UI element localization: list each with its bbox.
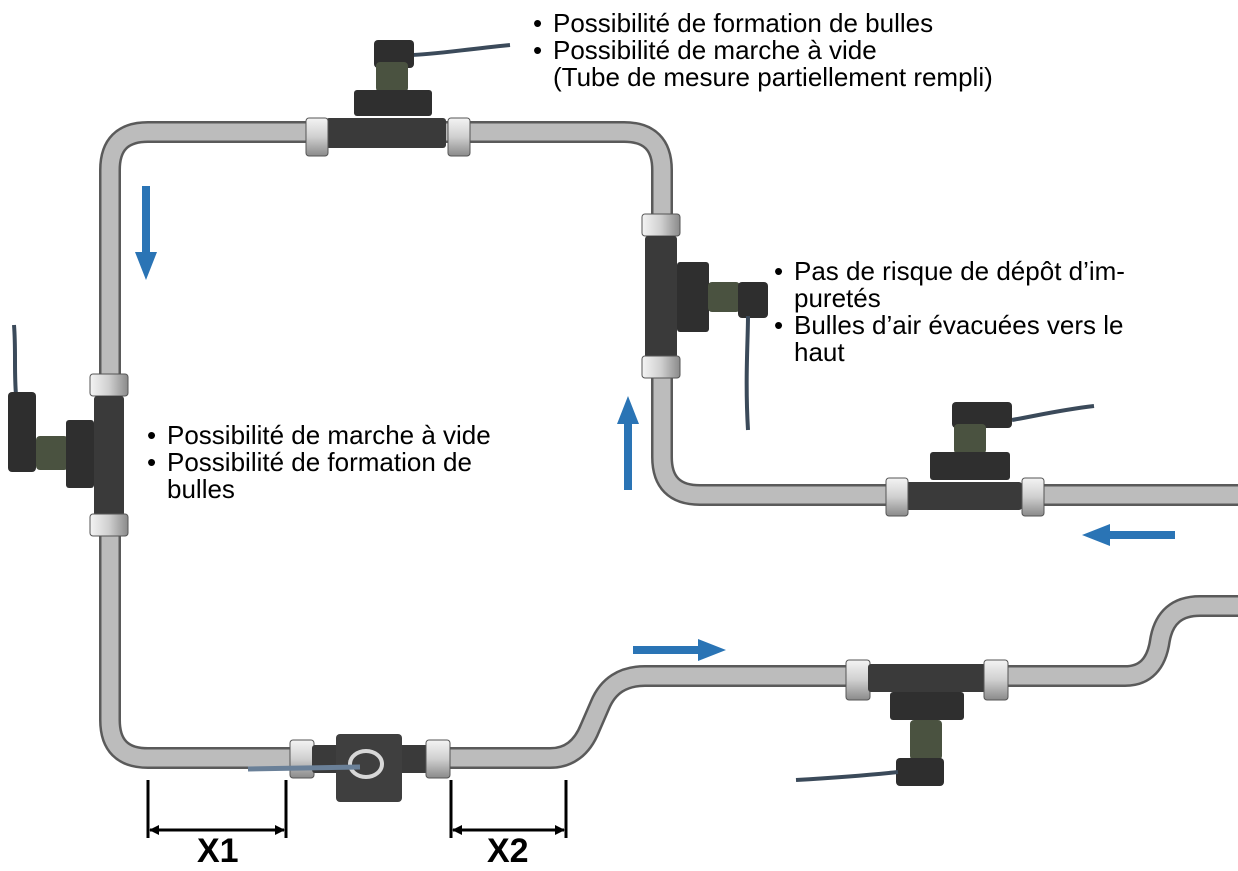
- sensor-housing: [890, 692, 964, 720]
- sensor-cable-icon: [795, 770, 899, 782]
- pipe-network: [99, 121, 1238, 769]
- flow-sensor-bottom: [247, 734, 451, 802]
- flow-sensor-top: [305, 40, 511, 157]
- union-nut-icon: [425, 739, 451, 779]
- sensor-cable-icon: [1011, 404, 1095, 422]
- sensor-body: [645, 236, 677, 358]
- union-nut-icon: [983, 659, 1009, 701]
- union-nut-icon: [885, 477, 909, 517]
- note-top-item-1: Possibilité de formation de bulles: [533, 10, 993, 38]
- sensor-housing: [677, 262, 709, 332]
- sensor-cable-icon: [12, 324, 18, 396]
- sensor-housing: [930, 452, 1010, 480]
- union-nut-icon: [89, 373, 129, 397]
- note-left-item-2: Possibilité de formation de: [147, 449, 491, 477]
- sensor-body: [906, 482, 1022, 510]
- note-top-sensor: Possibilité de formation de bulles Possi…: [533, 10, 993, 91]
- union-nut-icon: [641, 355, 681, 379]
- note-right-item-1: Pas de risque de dépôt d’im-: [774, 258, 1125, 286]
- flow-arrows: [135, 186, 1175, 661]
- note-left-continuation: bulles: [167, 474, 235, 504]
- note-right-item-2: Bulles d’air évacuées vers le: [774, 312, 1125, 340]
- union-nut-icon: [305, 117, 329, 157]
- flow-direction-arrow-icon: [1082, 524, 1175, 546]
- sensor-connector: [952, 402, 1012, 428]
- note-left-item-1: Possibilité de marche à vide: [147, 422, 491, 450]
- sensor-cable-icon: [744, 315, 750, 431]
- flow-sensor-right-horizontal: [885, 402, 1095, 517]
- sensor-body: [868, 664, 986, 692]
- dimension-label-x1: X1: [197, 832, 239, 870]
- sensor-connector-nut: [376, 62, 408, 92]
- sensor-body: [94, 396, 124, 516]
- note-right-sensor: Pas de risque de dépôt d’im- puretés Bul…: [774, 258, 1125, 366]
- sensor-connector: [374, 40, 414, 68]
- flow-direction-arrow-icon: [135, 186, 157, 280]
- note-top-continuation: (Tube de mesure partiellement rempli): [553, 62, 993, 92]
- sensor-body: [326, 118, 446, 148]
- flow-sensor-right-vertical: [641, 213, 768, 431]
- flow-direction-arrow-icon: [633, 639, 726, 661]
- union-nut-icon: [289, 739, 315, 779]
- union-nut-icon: [89, 513, 129, 537]
- sensor-connector-nut: [954, 424, 986, 454]
- sensor-connector-nut: [36, 436, 68, 470]
- sensor-connector: [8, 392, 36, 472]
- sensor-window: [348, 749, 384, 779]
- union-nut-icon: [1021, 477, 1045, 517]
- pipe-main-loop-fill: [101, 123, 1238, 767]
- sensor-connector-nut: [910, 720, 942, 760]
- note-left-sensor: Possibilité de marche à vide Possibilité…: [147, 422, 491, 503]
- flow-sensor-bottom-right: [795, 659, 1009, 786]
- note-right-continuation-2: haut: [794, 337, 845, 367]
- union-nut-icon: [641, 213, 681, 237]
- note-top-item-2: Possibilité de marche à vide: [533, 37, 993, 65]
- dimension-lines: [146, 780, 568, 838]
- sensor-connector: [896, 758, 944, 786]
- dimension-label-x2: X2: [487, 832, 529, 870]
- sensor-connector-nut: [708, 282, 740, 312]
- union-nut-icon: [845, 659, 871, 701]
- sensor-connector: [738, 282, 768, 318]
- sensor-housing: [354, 90, 432, 116]
- union-nut-icon: [447, 117, 471, 157]
- note-right-continuation-1: puretés: [794, 283, 881, 313]
- sensor-cable-icon: [247, 764, 361, 772]
- flow-direction-arrow-icon: [617, 396, 639, 490]
- flow-sensor-left-vertical: [8, 324, 129, 537]
- sensor-housing: [336, 734, 402, 802]
- sensor-cable-icon: [409, 43, 511, 57]
- sensor-housing: [66, 420, 94, 488]
